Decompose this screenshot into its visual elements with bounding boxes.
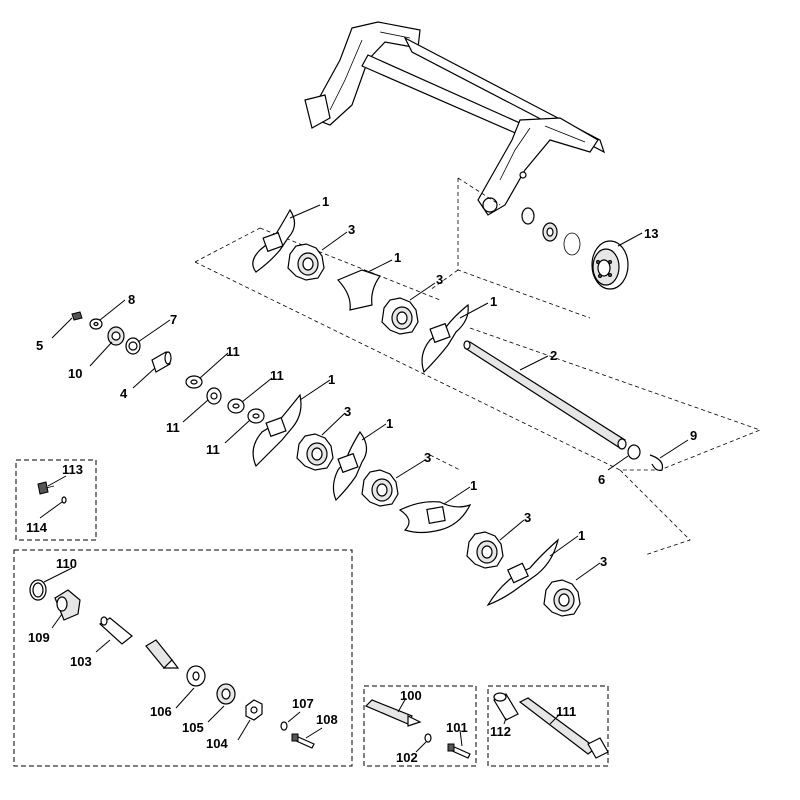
label-112: 112 (490, 724, 511, 739)
label-101: 101 (446, 720, 468, 735)
label-1: 1 (470, 478, 477, 493)
label-3: 3 (436, 272, 443, 287)
label-107: 107 (292, 696, 314, 711)
assembly-outline-main (194, 227, 691, 556)
label-103: 103 (70, 654, 92, 669)
label-108: 108 (316, 712, 338, 727)
label-3: 3 (424, 450, 431, 465)
frame-assembly (304, 21, 606, 216)
label-1: 1 (394, 250, 401, 265)
label-104: 104 (206, 736, 228, 751)
label-2: 2 (550, 348, 557, 363)
wheel-hub-parts (521, 207, 629, 290)
label-102: 102 (396, 750, 418, 765)
shaft-2 (463, 340, 664, 471)
label-1: 1 (490, 294, 497, 309)
circlip-9 (649, 454, 664, 471)
label-3: 3 (524, 510, 531, 525)
leader-lines (51, 204, 689, 581)
label-11: 11 (166, 420, 180, 435)
box-111-112 (487, 685, 609, 767)
label-3: 3 (600, 554, 607, 569)
label-111: 111 (556, 704, 576, 719)
label-1: 1 (322, 194, 329, 209)
label-8: 8 (128, 292, 135, 307)
label-1: 1 (328, 372, 335, 387)
box-103-110 (13, 549, 353, 767)
label-5: 5 (36, 338, 43, 353)
blades-1 (252, 208, 560, 607)
star-hubs-3 (287, 243, 581, 617)
label-106: 106 (150, 704, 172, 719)
label-110: 110 (56, 556, 77, 571)
small-parts-left (71, 311, 265, 424)
label-9: 9 (690, 428, 697, 443)
label-6: 6 (598, 472, 605, 487)
label-105: 105 (182, 720, 204, 735)
label-3: 3 (344, 404, 351, 419)
assembly-outline-wheel (429, 177, 591, 319)
label-11: 11 (226, 344, 240, 359)
label-113: 113 (62, 462, 83, 477)
assembly-outline-shaft (429, 327, 762, 471)
label-100: 100 (400, 688, 422, 703)
label-1: 1 (386, 416, 393, 431)
label-13: 13 (644, 226, 658, 241)
label-109: 109 (28, 630, 50, 645)
box-100-102 (363, 685, 477, 767)
screw-5 (71, 311, 83, 321)
label-11: 11 (206, 442, 220, 457)
label-1: 1 (578, 528, 585, 543)
label-10: 10 (68, 366, 82, 381)
ring-6 (627, 444, 641, 460)
box-113-114 (15, 459, 97, 541)
label-7: 7 (170, 312, 177, 327)
oring-107 (280, 721, 288, 731)
label-114: 114 (26, 520, 48, 535)
label-11: 11 (270, 368, 284, 383)
label-3: 3 (348, 222, 355, 237)
part-labels: 1 3 1 3 1 2 13 8 7 5 10 4 11 11 11 11 1 … (26, 194, 697, 765)
label-4: 4 (120, 386, 128, 401)
